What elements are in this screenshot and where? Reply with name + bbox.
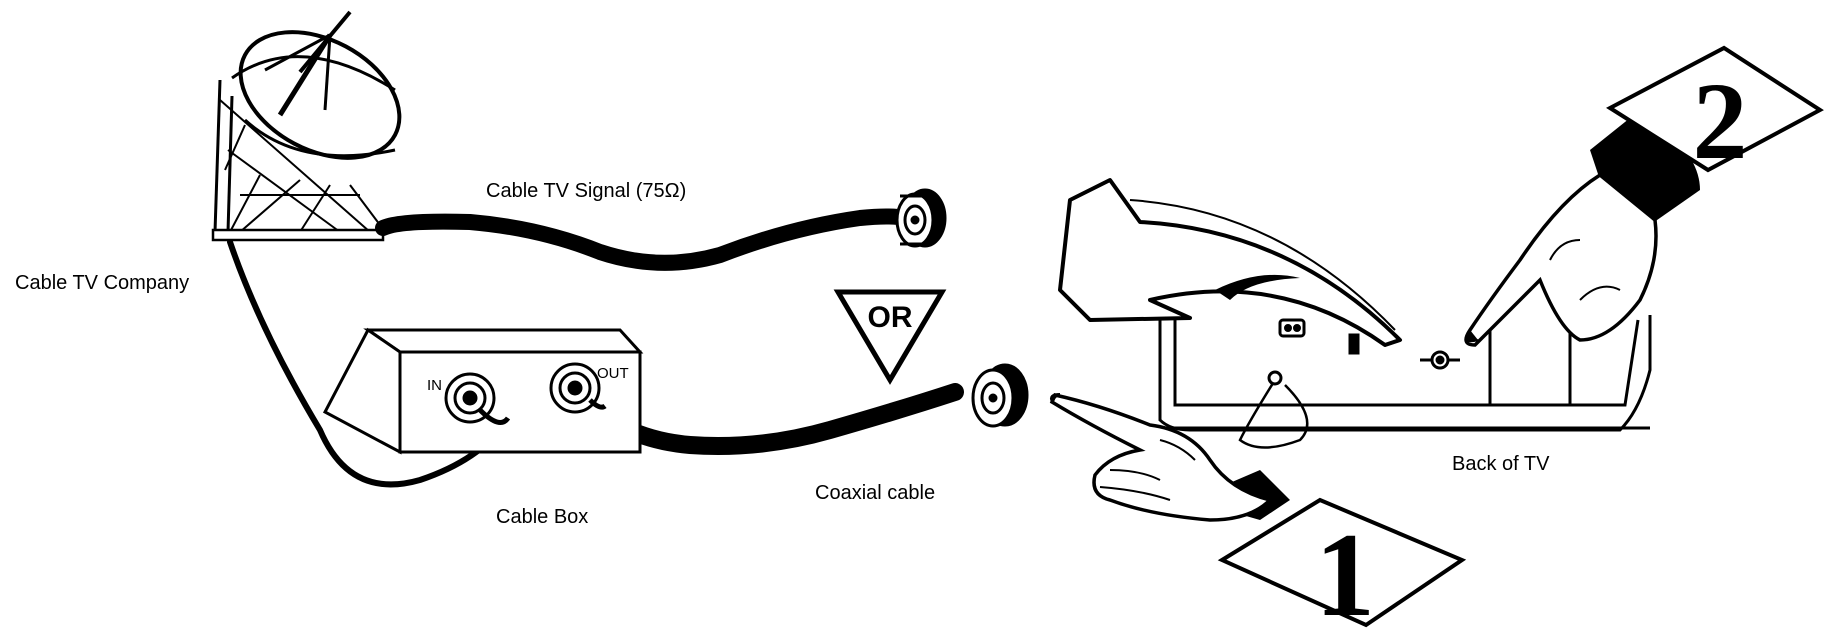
cable-box-icon: IN OUT xyxy=(322,327,644,455)
coaxial-cable-label: Coaxial cable xyxy=(815,482,936,504)
or-badge: OR xyxy=(833,289,947,385)
cable-box-label: Cable Box xyxy=(496,506,589,528)
step-2-badge: 2 xyxy=(1606,45,1824,182)
svg-text:OR: OR xyxy=(868,301,913,334)
pointing-hand-icon xyxy=(1464,110,1700,347)
f-connector-lower xyxy=(971,363,1029,428)
box-to-connector-cable xyxy=(581,383,964,455)
satellite-dish-icon xyxy=(211,10,402,242)
f-connector-upper xyxy=(895,188,947,248)
tower-to-box-cable xyxy=(227,239,511,488)
cable-tv-signal-label: Cable TV Signal (75Ω) xyxy=(486,180,687,202)
curved-arrow-icon xyxy=(1058,178,1402,347)
back-of-tv-label: Back of TV xyxy=(1452,453,1550,475)
signal-cable xyxy=(375,208,913,271)
svg-text:2: 2 xyxy=(1693,60,1748,182)
pointing-hand-icon xyxy=(1049,392,1290,522)
svg-text:OUT: OUT xyxy=(597,365,629,382)
tv-back-panel-icon xyxy=(1158,315,1652,449)
svg-text:IN: IN xyxy=(427,377,442,394)
svg-text:1: 1 xyxy=(1315,508,1375,632)
step-1-badge: 1 xyxy=(1217,497,1467,637)
cable-tv-company-label: Cable TV Company xyxy=(15,272,190,294)
